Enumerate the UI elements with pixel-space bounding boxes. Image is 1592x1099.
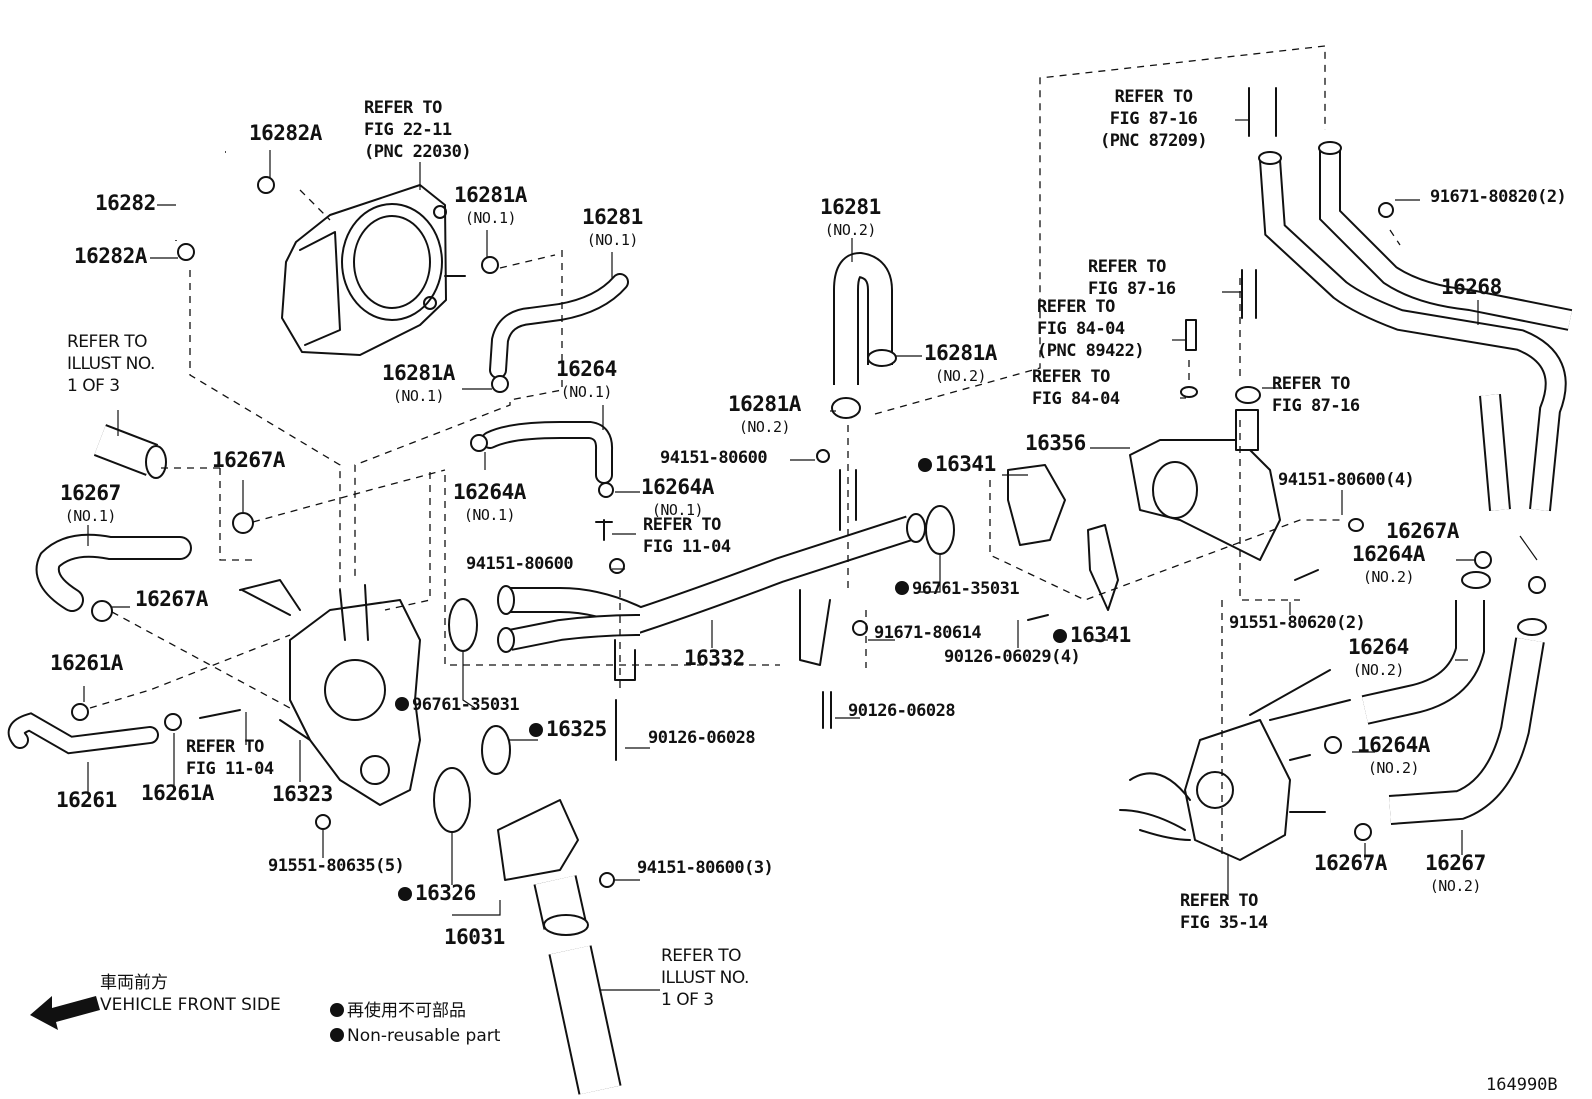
callout-16267A-right-bottom: 16267A <box>1314 851 1387 875</box>
reference-fig-35-14: REFER TO FIG 35-14 <box>1180 891 1268 933</box>
thermostat-housing <box>497 799 622 1095</box>
callout-16264A-no2-bottom: 16264A(NO.2) <box>1357 733 1430 778</box>
legend-front-en: VEHICLE FRONT SIDE <box>100 995 281 1015</box>
hose-16281-no2 <box>816 251 897 729</box>
reference-illust-bottom: REFER TO ILLUST NO. 1 OF 3 <box>661 946 749 1010</box>
callout-16281-no1: 16281(NO.1) <box>582 205 643 250</box>
callout-16281A-no1-bottom: 16281A(NO.1) <box>382 361 455 406</box>
callout-94151-80600-a: 94151-80600 <box>660 448 768 468</box>
figure-id: 164990B <box>1486 1075 1558 1095</box>
callout-16261A-left: 16261A <box>50 651 123 675</box>
callout-94151-80600-c: 94151-80600(3) <box>637 858 774 878</box>
callout-16267A-top: 16267A <box>212 448 285 472</box>
callout-16281A-no1-top: 16281A(NO.1) <box>454 183 527 228</box>
pipe-16268 <box>1258 141 1573 512</box>
callout-91551-80620: 91551-80620(2) <box>1229 613 1366 633</box>
callout-16267A-bottom: 16267A <box>135 587 208 611</box>
reference-fig-84-04-top: REFER TO FIG 84-04 (PNC 89422) <box>1037 297 1145 361</box>
callout-16282A-top: 16282A <box>249 121 322 145</box>
callout-16323: 16323 <box>272 782 333 806</box>
callout-96761-35031-a: 96761-35031 <box>395 696 520 715</box>
callout-16267-no2: 16267(NO.2) <box>1425 851 1486 896</box>
callout-16264A-no1-left: 16264A(NO.1) <box>453 480 526 525</box>
callout-16326: 16326 <box>398 882 476 905</box>
callout-16325: 16325 <box>529 718 607 741</box>
reference-fig-87-16-right: REFER TO FIG 87-16 <box>1272 374 1360 416</box>
callout-16282: 16282 <box>95 191 156 215</box>
reference-fig-87-16-top: REFER TO FIG 87-16 (PNC 87209) <box>1100 87 1208 151</box>
callout-90126-06028-a: 90126-06028 <box>648 728 756 748</box>
reference-fig-84-04-bottom: REFER TO FIG 84-04 <box>1032 367 1120 409</box>
reference-fig-22-11: REFER TO FIG 22-11 (PNC 22030) <box>364 98 472 162</box>
callout-90126-06028-b: 90126-06028 <box>848 701 956 721</box>
callout-91551-80635: 91551-80635(5) <box>268 856 405 876</box>
throttle-body <box>281 184 466 356</box>
callout-16264-no1: 16264(NO.1) <box>556 357 617 402</box>
hose-16281-no1 <box>481 256 629 393</box>
callout-94151-80600-b: 94151-80600 <box>466 554 574 574</box>
water-outlet-16356 <box>1027 87 1364 621</box>
callout-16264-no2: 16264(NO.2) <box>1348 635 1409 680</box>
legend-nonreusable-jp: 再使用不可部品 <box>330 1000 466 1022</box>
water-inlet-housing <box>239 579 421 830</box>
callout-16261A-bottom: 16261A <box>141 781 214 805</box>
reference-fig-11-04-bottom: REFER TO FIG 11-04 <box>186 737 274 779</box>
callout-96761-35031-b: 96761-35031 <box>895 580 1020 599</box>
callout-16282A-left: 16282A <box>74 244 147 268</box>
callout-16031: 16031 <box>444 925 505 949</box>
reference-fig-11-04-top: REFER TO FIG 11-04 <box>643 515 731 557</box>
vehicle-front-arrow-icon <box>30 996 100 1030</box>
legend-nonreusable-en: Non-reusable part <box>330 1025 500 1047</box>
callout-16281-no2: 16281(NO.2) <box>820 195 881 240</box>
callout-90126-06029: 90126-06029(4) <box>944 647 1081 667</box>
callout-16341-bottom: 16341 <box>1053 624 1131 647</box>
callout-16281A-no2-left: 16281A(NO.2) <box>728 392 801 437</box>
callout-16264A-no1-right: 16264A(NO.1) <box>641 475 714 520</box>
reference-illust-top: REFER TO ILLUST NO. 1 OF 3 <box>67 332 155 396</box>
legend-front-jp: 車両前方 <box>100 973 168 993</box>
hose-left <box>7 424 254 755</box>
leader-lines <box>83 119 1538 991</box>
callout-91671-80614: 91671-80614 <box>874 623 982 643</box>
callout-16332: 16332 <box>684 646 745 670</box>
callout-16267-no1: 16267(NO.1) <box>60 481 121 526</box>
callout-16267A-right-top: 16267A <box>1386 519 1459 543</box>
lower-right-hoses <box>1119 551 1547 861</box>
water-pipe-16332 <box>497 469 926 761</box>
callout-91671-80820: 91671-80820(2) <box>1430 187 1567 207</box>
reference-fig-87-16-mid: REFER TO FIG 87-16 <box>1088 257 1176 299</box>
dashed-guides <box>89 45 1401 855</box>
callout-16261: 16261 <box>56 788 117 812</box>
callout-16341-top: 16341 <box>918 453 996 476</box>
callout-16356: 16356 <box>1025 431 1086 455</box>
callout-16281A-no2-right: 16281A(NO.2) <box>924 341 997 386</box>
callout-16264A-no2-top: 16264A(NO.2) <box>1352 542 1425 587</box>
hose-16282 <box>169 145 275 261</box>
callout-16268: 16268 <box>1441 275 1502 299</box>
callout-94151-80600-d: 94151-80600(4) <box>1278 470 1415 490</box>
